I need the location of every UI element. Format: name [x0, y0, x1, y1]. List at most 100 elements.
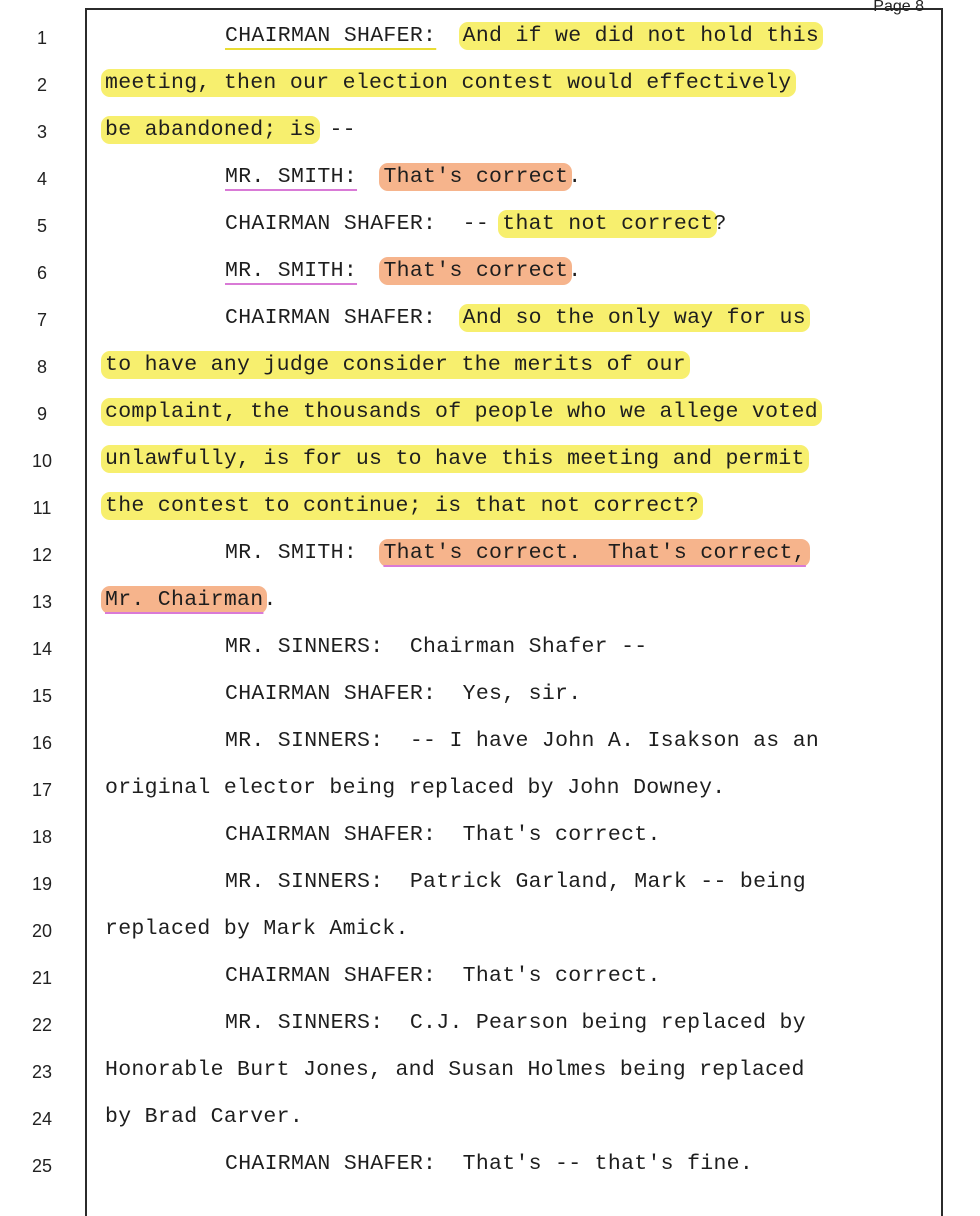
line-text: CHAIRMAN SHAFER: Yes, sir.: [225, 682, 581, 706]
line-number: 1: [36, 28, 47, 48]
transcript-line: 6 MR. SMITH: That's correct.: [0, 249, 980, 296]
line-number: 17: [31, 780, 53, 800]
transcript-line: 21 CHAIRMAN SHAFER: That's correct.: [0, 954, 980, 1001]
speaker: CHAIRMAN SHAFER:: [225, 212, 437, 236]
orange-highlight: That's correct: [379, 163, 573, 191]
speaker: MR. SINNERS:: [225, 635, 384, 659]
line-body: That's -- that's fine.: [462, 1152, 754, 1176]
yellow-highlight: unlawfully, is for us to have this meeti…: [101, 445, 809, 473]
line-number: 24: [31, 1109, 53, 1129]
orange-highlight: That's correct. That's correct,: [379, 539, 810, 567]
line-tail: --: [329, 118, 356, 142]
transcript-line: 5 CHAIRMAN SHAFER: -- that not correct?: [0, 202, 980, 249]
speaker: MR. SINNERS:: [225, 870, 384, 894]
transcript-line: 18 CHAIRMAN SHAFER: That's correct.: [0, 813, 980, 860]
line-text: MR. SINNERS: Chairman Shafer --: [225, 635, 647, 659]
line-tail: .: [263, 588, 277, 612]
line-number: 6: [36, 263, 47, 283]
line-number: 11: [32, 498, 52, 518]
transcript-line: 15 CHAIRMAN SHAFER: Yes, sir.: [0, 672, 980, 719]
line-number: 21: [31, 968, 53, 988]
transcript-line: 14 MR. SINNERS: Chairman Shafer --: [0, 625, 980, 672]
line-number: 23: [31, 1062, 53, 1082]
line-text: CHAIRMAN SHAFER: -- that not correct?: [225, 210, 727, 238]
line-number: 14: [31, 639, 53, 659]
line-number: 18: [31, 827, 53, 847]
transcript-line: 2 meeting, then our election contest wou…: [0, 61, 980, 108]
line-text: MR. SINNERS: -- I have John A. Isakson a…: [225, 729, 819, 753]
line-text: CHAIRMAN SHAFER: And so the only way for…: [225, 304, 810, 332]
transcript-line: 24 by Brad Carver.: [0, 1095, 980, 1142]
line-number: 7: [36, 310, 47, 330]
speaker: CHAIRMAN SHAFER:: [225, 823, 437, 847]
line-text: MR. SMITH: That's correct.: [225, 257, 582, 285]
speaker: CHAIRMAN SHAFER:: [225, 306, 437, 330]
line-number: 16: [31, 733, 53, 753]
line-text: unlawfully, is for us to have this meeti…: [101, 445, 809, 473]
line-number: 3: [36, 122, 47, 142]
transcript-line: 11 the contest to continue; is that not …: [0, 484, 980, 531]
orange-highlight: Mr. Chairman: [101, 586, 268, 614]
transcript-line: 8 to have any judge consider the merits …: [0, 343, 980, 390]
line-text: the contest to continue; is that not cor…: [101, 492, 704, 520]
page-border: [85, 8, 943, 1216]
line-tail: .: [568, 165, 582, 189]
transcript-line: 9 complaint, the thousands of people who…: [0, 390, 980, 437]
line-number: 22: [31, 1015, 53, 1035]
transcript-line: 13 Mr. Chairman.: [0, 578, 980, 625]
transcript-line: 17 original elector being replaced by Jo…: [0, 766, 980, 813]
transcript-line: 1 CHAIRMAN SHAFER: And if we did not hol…: [0, 14, 980, 61]
transcript-line: 16 MR. SINNERS: -- I have John A. Isakso…: [0, 719, 980, 766]
yellow-highlight: that not correct: [498, 210, 718, 238]
yellow-highlight: And so the only way for us: [458, 304, 810, 332]
line-number: 19: [31, 874, 53, 894]
line-number: 12: [31, 545, 53, 565]
transcript-line: 3 be abandoned; is --: [0, 108, 980, 155]
line-body: Yes, sir.: [462, 682, 582, 706]
line-number: 13: [31, 592, 53, 612]
speaker: CHAIRMAN SHAFER:: [225, 682, 437, 706]
line-text: CHAIRMAN SHAFER: That's correct.: [225, 823, 661, 847]
yellow-highlight: the contest to continue; is that not cor…: [101, 492, 704, 520]
line-number: 20: [31, 921, 53, 941]
line-body: C.J. Pearson being replaced by: [409, 1011, 806, 1035]
line-body: Chairman Shafer --: [409, 635, 648, 659]
line-tail: ?: [713, 212, 727, 236]
line-text: complaint, the thousands of people who w…: [101, 398, 822, 426]
line-number: 8: [36, 357, 47, 377]
orange-highlight: That's correct: [379, 257, 573, 285]
yellow-highlight: to have any judge consider the merits of…: [101, 351, 690, 379]
line-text: MR. SINNERS: C.J. Pearson being replaced…: [225, 1011, 806, 1035]
line-number: 9: [36, 404, 47, 424]
speaker: MR. SMITH:: [225, 541, 358, 565]
speaker: CHAIRMAN SHAFER:: [225, 24, 437, 48]
yellow-highlight: be abandoned; is: [101, 116, 321, 144]
line-text: Mr. Chairman.: [101, 586, 277, 614]
speaker: CHAIRMAN SHAFER:: [225, 964, 437, 988]
line-text: to have any judge consider the merits of…: [101, 351, 690, 379]
line-body: -- I have John A. Isakson as an: [409, 729, 820, 753]
line-text: CHAIRMAN SHAFER: And if we did not hold …: [225, 22, 824, 50]
line-number: 10: [31, 451, 53, 471]
transcript-line: 23 Honorable Burt Jones, and Susan Holme…: [0, 1048, 980, 1095]
yellow-highlight: And if we did not hold this: [458, 22, 824, 50]
speaker: MR. SMITH:: [225, 259, 358, 283]
transcript-lines: 1 CHAIRMAN SHAFER: And if we did not hol…: [0, 14, 980, 1189]
line-text: MR. SMITH: That's correct. That's correc…: [225, 539, 810, 567]
line-text: replaced by Mark Amick.: [105, 917, 409, 941]
page-number: Page 8: [873, 0, 924, 15]
speaker: MR. SINNERS:: [225, 1011, 384, 1035]
line-body: Patrick Garland, Mark -- being: [409, 870, 806, 894]
line-text: original elector being replaced by John …: [105, 776, 726, 800]
transcript-line: 20 replaced by Mark Amick.: [0, 907, 980, 954]
transcript-line: 4 MR. SMITH: That's correct.: [0, 155, 980, 202]
line-number: 2: [36, 75, 47, 95]
line-text: MR. SMITH: That's correct.: [225, 163, 582, 191]
line-number: 5: [36, 216, 47, 236]
line-text: CHAIRMAN SHAFER: That's -- that's fine.: [225, 1152, 753, 1176]
yellow-highlight: complaint, the thousands of people who w…: [101, 398, 822, 426]
line-tail: .: [568, 259, 582, 283]
line-body: That's correct.: [462, 823, 661, 847]
line-lead: --: [462, 212, 490, 236]
